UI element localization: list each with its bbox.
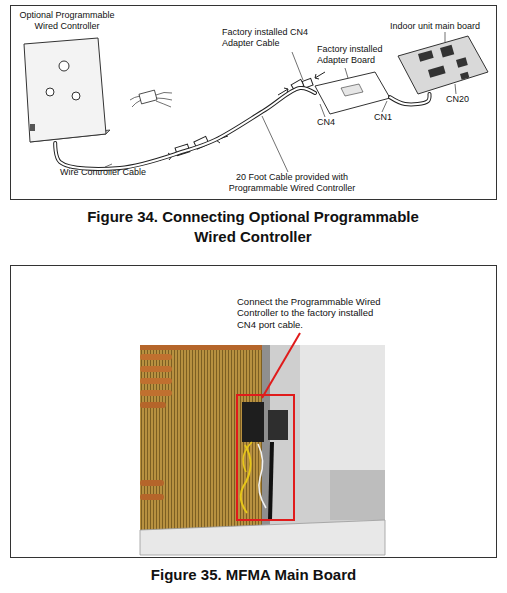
figure-caption: Figure 34. Connecting Optional Programma…: [73, 207, 433, 247]
yellow-wire: [243, 442, 252, 472]
copper-bend: [140, 494, 164, 500]
board-component: [428, 66, 446, 78]
white-wire: [258, 444, 266, 508]
evaporator-coil: [140, 345, 262, 555]
main-board-outline: [398, 36, 488, 94]
figure-frame: [11, 266, 497, 558]
board-component: [440, 45, 454, 58]
callout-label: CN20: [446, 94, 486, 105]
controller-button: [59, 61, 69, 71]
photo-background: [140, 345, 385, 555]
adapter-board-outline: [315, 72, 390, 114]
controller-face: [24, 38, 106, 142]
board-component: [456, 57, 468, 67]
part-label: Factory installed Adapter Board: [317, 44, 397, 66]
figure-frame: [11, 6, 497, 200]
board-component: [418, 50, 434, 62]
callout-label: 20 Foot Cable provided with Programmable…: [222, 172, 362, 194]
plug-wires: [156, 92, 172, 107]
copper-bend: [140, 480, 164, 486]
leader-line: [382, 101, 387, 112]
cable-plug: [175, 144, 190, 156]
leader-line: [345, 68, 348, 78]
part-label: Optional Programmable Wired Controller: [12, 10, 122, 32]
controller-port: [30, 124, 35, 131]
copper-bend: [140, 390, 172, 396]
controller-node: Optional Programmable Wired Controller: [20, 38, 108, 143]
cable-plug: [302, 78, 313, 88]
cable-connector: [390, 94, 430, 104]
copper-bend: [140, 366, 172, 372]
cn4-port-cable: [270, 442, 272, 520]
drain-pan: [140, 520, 385, 555]
cable-core: [55, 88, 315, 169]
figure-caption: Figure 35. MFMA Main Board: [40, 565, 467, 585]
adapter-node: Factory installed Adapter Board: [315, 72, 390, 114]
copper-bend: [140, 354, 172, 360]
mainboard-node: Indoor unit main board: [398, 36, 488, 94]
cable-connector: [55, 88, 315, 169]
plug-inset: [139, 90, 157, 104]
callout-label: CN1: [374, 112, 404, 123]
mounting-bracket: [300, 345, 385, 470]
copper-pipe: [140, 345, 262, 350]
cable-plug: [194, 136, 209, 149]
node-outline: [20, 38, 108, 143]
part-label: Indoor unit main board: [390, 21, 500, 32]
push-arrow: [278, 88, 288, 95]
controller-button: [46, 88, 54, 96]
leader-line: [455, 84, 456, 94]
control-component: [268, 410, 288, 440]
leader-line: [262, 116, 288, 172]
node-outline: [315, 72, 390, 114]
callout-label: Wire Controller Cable: [60, 167, 180, 178]
leader-line: [320, 104, 325, 117]
copper-bend: [140, 378, 172, 384]
board-component: [460, 72, 469, 80]
leader-line: [445, 32, 446, 42]
yellow-wire: [241, 445, 251, 513]
callout-label: Connect the Programmable Wired Controlle…: [237, 296, 387, 330]
control-component: [242, 402, 264, 442]
mounting-bracket: [330, 470, 385, 520]
push-arrow: [160, 153, 172, 160]
leader-line: [105, 164, 112, 167]
callout-label: CN4: [317, 117, 347, 128]
node-outline: [398, 36, 488, 94]
copper-bend: [140, 402, 166, 408]
callout-label: Factory installed CN4 Adapter Cable: [222, 27, 310, 49]
panel-edge: [262, 345, 270, 555]
cable-core: [390, 94, 430, 104]
plug-wires: [130, 96, 141, 107]
callout-leader: [262, 333, 300, 398]
board-chip: [341, 84, 363, 96]
highlight-box: [237, 395, 294, 520]
leader-line: [292, 52, 303, 80]
controller-button: [72, 92, 80, 100]
push-arrow: [216, 136, 228, 143]
push-arrow: [315, 72, 325, 79]
